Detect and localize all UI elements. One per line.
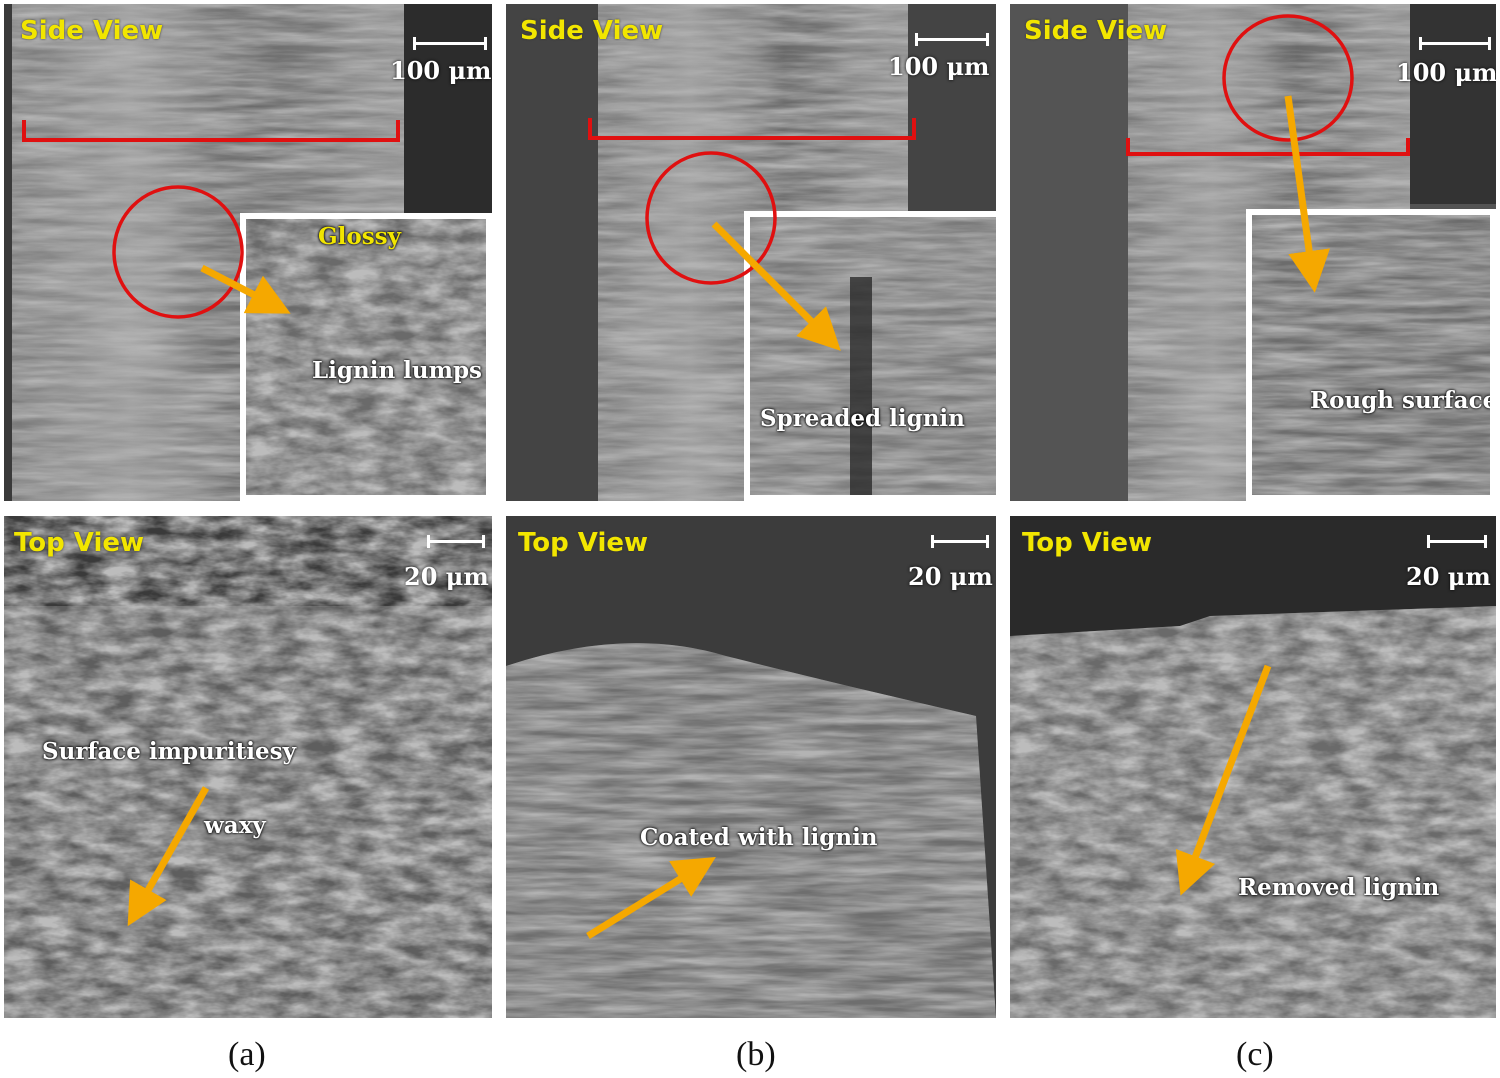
sem-inset-image [246,219,486,495]
panel-b-side-view: Side View 100 μm Spreaded lignin [506,4,996,501]
scale-bar [1427,535,1487,551]
view-label: Top View [1022,528,1153,558]
scale-label: 100 μm [390,56,492,85]
sem-image-b-top [506,516,996,1018]
scale-label: 20 μm [908,562,993,591]
scale-label: 100 μm [888,52,990,81]
view-label: Side View [20,16,164,46]
view-label: Top View [518,528,649,558]
scale-bar [915,33,989,49]
annotation-surface-impurities: Surface impuritiesy [42,738,296,765]
caption-c: (c) [1236,1036,1274,1073]
scale-bar [413,37,487,53]
zoom-inset: Glossy Lignin lumps [240,213,492,501]
sem-image-a-top [4,516,492,1018]
caption-b: (b) [736,1036,776,1073]
zoom-inset: Spreaded lignin [744,211,996,501]
annotation-removed-lignin: Removed lignin [1238,874,1440,901]
panel-b-top-view: Top View 20 μm Coated with lignin [506,516,996,1018]
scale-bar [427,535,485,551]
annotation-waxy: waxy [204,812,266,839]
sem-image-c-top [1010,516,1496,1018]
scale-bar [1419,37,1491,53]
scale-label: 100 μm [1396,58,1496,87]
annotation-rough-surface: Rough surface [1310,387,1496,414]
annotation-lignin-lumps: Lignin lumps [312,357,483,384]
scale-label: 20 μm [404,562,489,591]
panel-a-side-view: Side View 100 μm Glossy Lignin lumps [4,4,492,501]
zoom-inset: Rough surface [1246,209,1496,501]
view-label: Side View [520,16,664,46]
annotation-coated-with-lignin: Coated with lignin [640,824,878,851]
annotation-spreaded-lignin: Spreaded lignin [760,405,965,432]
caption-a: (a) [228,1036,266,1073]
sem-inset-image [750,217,996,495]
panel-c-side-view: Side View 100 μm Rough surface [1010,4,1496,501]
annotation-glossy: Glossy [318,223,401,250]
view-label: Top View [14,528,145,558]
scale-bar [931,535,989,551]
view-label: Side View [1024,16,1168,46]
panel-a-top-view: Top View 20 μm Surface impuritiesy waxy [4,516,492,1018]
sem-inset-image [1252,215,1490,495]
panel-c-top-view: Top View 20 μm Removed lignin [1010,516,1496,1018]
scale-label: 20 μm [1406,562,1491,591]
